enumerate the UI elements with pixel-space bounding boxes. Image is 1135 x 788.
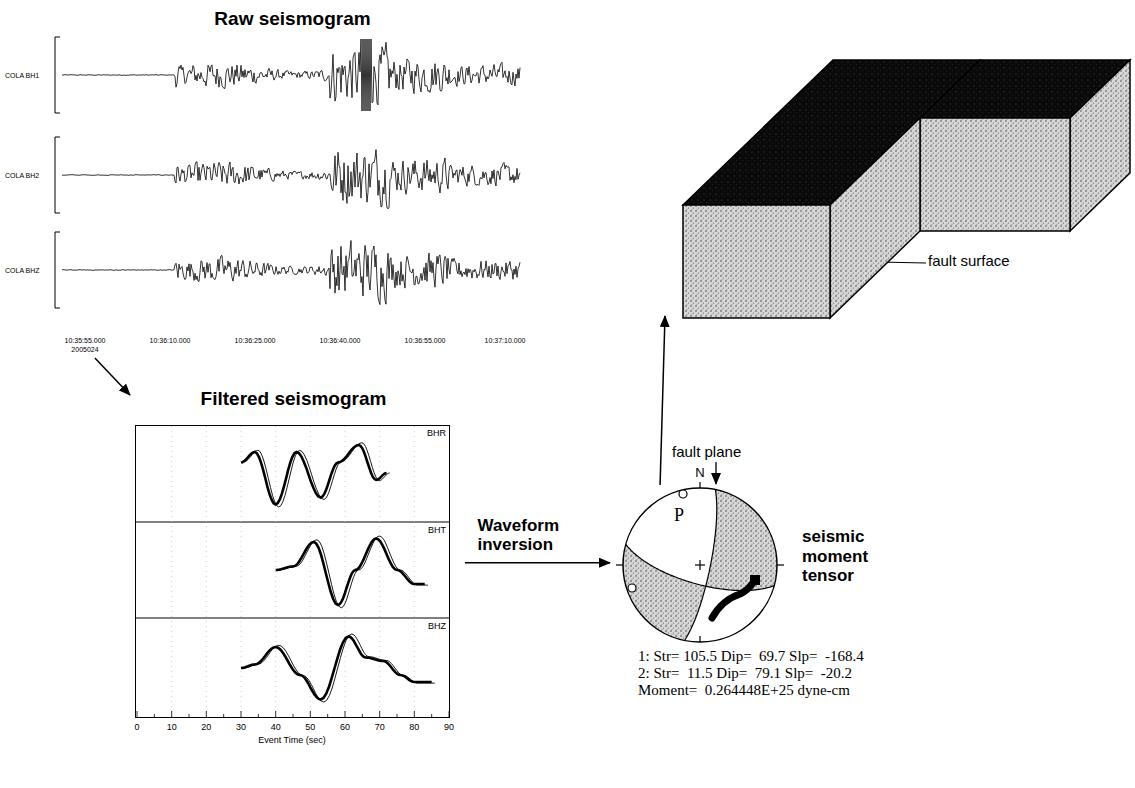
amplitude-bracket — [55, 113, 60, 114]
station-marker — [628, 584, 636, 592]
node-heading: Raw seismogram — [55, 8, 530, 30]
observed-waveform — [276, 539, 425, 606]
raw-seismogram-panel: Raw seismogram — [55, 5, 530, 350]
grid-line — [275, 426, 276, 717]
south-tick — [699, 636, 700, 642]
synthetic-waveform — [244, 443, 390, 507]
t-axis-marker — [750, 575, 760, 585]
panel-divider — [135, 522, 450, 523]
center-cross — [699, 560, 700, 570]
time-tick: 10:35:55.000 — [65, 337, 106, 345]
focal-mechanism — [622, 487, 778, 643]
axis-tick — [171, 711, 172, 718]
observed-waveform — [241, 637, 432, 700]
axis-tick-label: 60 — [340, 722, 350, 732]
node-heading: fault surface — [928, 252, 1010, 269]
axis-tick — [379, 711, 380, 718]
axis-tick — [275, 711, 276, 718]
t-axis-trace — [712, 584, 752, 618]
fault-block-drawing — [683, 60, 1133, 318]
node-heading: Filtered seismogram — [136, 388, 451, 410]
flow-arrow — [660, 316, 665, 485]
amplitude-bracket — [55, 308, 60, 309]
axis-tick-label: 0 — [134, 722, 139, 732]
west-tick — [616, 564, 623, 565]
beach-ball: seismic moment tensor — [622, 487, 778, 643]
axis-tick-label: 20 — [201, 722, 211, 732]
time-tick: 10:36:55.000 — [405, 337, 446, 345]
axis-tick-label: 50 — [305, 722, 315, 732]
channel-name: COLA BH1 — [5, 72, 39, 80]
observed-waveform — [241, 445, 387, 505]
axis-title: Event Time (sec) — [258, 735, 326, 745]
fault-plane-leader — [715, 462, 716, 484]
ball-ground — [623, 488, 777, 642]
panel-divider — [135, 618, 450, 619]
station-marker — [679, 490, 687, 498]
axis-tick-label: 30 — [236, 722, 246, 732]
raw-trace — [62, 241, 520, 305]
solution-line: 1: Str= 105.5 Dip= 69.7 Slp= -168.4 — [638, 648, 864, 665]
grid-line — [206, 426, 207, 717]
channel-name: COLA BHZ — [5, 267, 40, 275]
amplitude-bracket — [55, 37, 56, 113]
axis-tick — [310, 711, 311, 718]
p-axis-label: P — [674, 505, 684, 526]
axis-tick-label: 70 — [375, 722, 385, 732]
north-label: N — [695, 466, 704, 481]
north-tick — [699, 482, 700, 488]
axis-tick-label: 80 — [409, 722, 419, 732]
callout-label: fault plane — [672, 443, 741, 460]
filtered-seismogram-box: Filtered seismogram — [135, 425, 450, 718]
amplitude-bracket — [55, 232, 60, 233]
amplitude-bracket — [55, 213, 60, 214]
axis-tick-label: 90 — [444, 722, 454, 732]
grid-line — [414, 426, 415, 717]
time-tick: 10:36:25.000 — [235, 337, 276, 345]
node-heading: seismic moment tensor — [802, 527, 897, 586]
nodal-plane — [626, 544, 774, 590]
axis-tick-label: 10 — [167, 722, 177, 732]
ball-outline — [623, 488, 777, 642]
grid-line — [379, 426, 380, 717]
axis-tick — [206, 711, 207, 718]
amplitude-bracket — [55, 37, 60, 38]
flow-arrow — [465, 562, 610, 564]
amplitude-bracket — [55, 232, 56, 308]
channel-name: COLA BH2 — [5, 172, 39, 180]
time-tick: 10:37:10.000 — [485, 337, 526, 345]
axis-tick — [345, 711, 346, 718]
grid-line — [241, 426, 242, 717]
fault-block: fault surface — [683, 60, 1133, 318]
raw-trace — [62, 150, 520, 209]
time-tick: 10:36:40.000 — [320, 337, 361, 345]
flow-arrow — [95, 358, 130, 395]
synthetic-waveform — [279, 536, 428, 608]
axis-tick — [137, 711, 138, 718]
solution-line: Moment= 0.264448E+25 dyne-cm — [638, 682, 850, 699]
synthetic-waveform — [244, 634, 435, 702]
edge-label: Waveform inversion — [478, 516, 598, 555]
compressional-quadrant — [623, 544, 706, 640]
axis-tick — [241, 711, 242, 718]
east-tick — [777, 564, 784, 565]
grid-line — [345, 426, 346, 717]
axis-tick — [414, 711, 415, 718]
amplitude-bracket — [55, 137, 56, 213]
date-label: 2005024 — [71, 346, 98, 354]
raw-trace — [62, 39, 520, 111]
solution-line: 2: Str= 11.5 Dip= 79.1 Slp= -20.2 — [638, 665, 852, 682]
axis-tick-label: 40 — [271, 722, 281, 732]
amplitude-bracket — [55, 137, 60, 138]
grid-line — [171, 426, 172, 717]
component-label: BHZ — [428, 621, 446, 631]
component-label: BHR — [427, 428, 446, 438]
component-label: BHT — [428, 525, 446, 535]
time-tick: 10:36:10.000 — [150, 337, 191, 345]
